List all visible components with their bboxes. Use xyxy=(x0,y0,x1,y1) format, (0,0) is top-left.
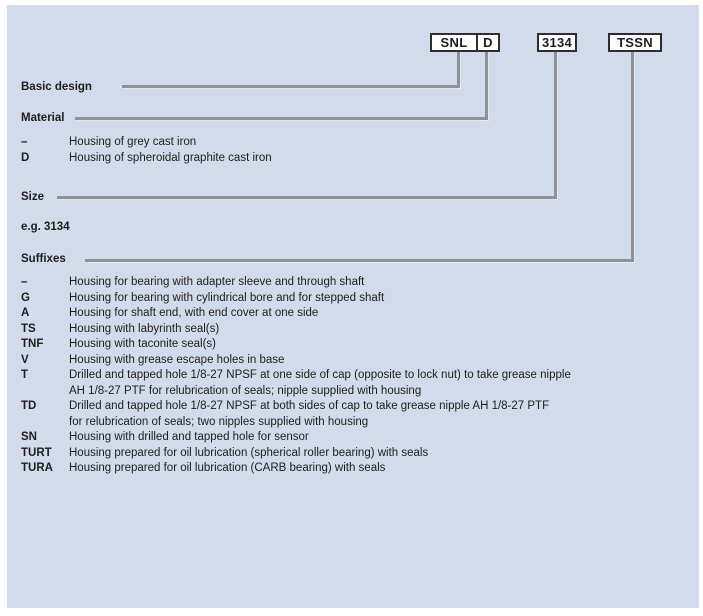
suffix-option-row: SN Housing with drilled and tapped hole … xyxy=(21,430,571,446)
suffix-option-row: TNF Housing with taconite seal(s) xyxy=(21,337,571,353)
material-option-code: – xyxy=(21,136,28,148)
suffix-option-desc: Housing with taconite seal(s) xyxy=(69,338,217,350)
connector-basic-design-vertical xyxy=(457,52,460,88)
material-option-row: D Housing of spheroidal graphite cast ir… xyxy=(21,151,272,167)
label-suffixes: Suffixes xyxy=(21,253,66,265)
diagram-panel: SNL D 3134 TSSN Basic design Material Si… xyxy=(7,5,699,608)
suffix-option-code: T xyxy=(21,369,29,381)
suffix-option-code: – xyxy=(21,276,28,288)
suffix-option-desc: Housing with grease escape holes in base xyxy=(69,353,285,366)
label-material: Material xyxy=(21,112,65,124)
suffix-option-desc-line2: AH 1/8-27 PTF for relubrication of seals… xyxy=(69,384,422,397)
suffix-option-desc: Housing for shaft end, with end cover at… xyxy=(69,307,319,319)
connector-suffixes-horizontal xyxy=(85,259,634,262)
suffix-option-code: V xyxy=(21,353,29,366)
suffix-option-row: TD Drilled and tapped hole 1/8-27 NPSF a… xyxy=(21,399,571,430)
suffix-code-box: TSSN xyxy=(608,33,662,52)
suffix-option-code: TNF xyxy=(21,338,44,350)
suffix-option-code: TS xyxy=(21,322,36,335)
suffix-option-desc: Drilled and tapped hole 1/8-27 NPSF at b… xyxy=(69,399,571,430)
suffix-option-code: G xyxy=(21,291,30,304)
suffix-option-desc: Housing prepared for oil lubrication (sp… xyxy=(69,446,429,459)
basic-design-code-box: SNL xyxy=(440,35,468,50)
label-size-example: e.g. 3134 xyxy=(21,221,70,233)
suffix-option-row: T Drilled and tapped hole 1/8-27 NPSF at… xyxy=(21,368,571,399)
suffix-option-row: TURA Housing prepared for oil lubricatio… xyxy=(21,461,571,477)
suffix-option-desc-line1: Drilled and tapped hole 1/8-27 NPSF at b… xyxy=(69,400,550,412)
suffix-option-row: A Housing for shaft end, with end cover … xyxy=(21,306,571,322)
suffix-option-row: TURT Housing prepared for oil lubricatio… xyxy=(21,446,571,462)
suffix-option-desc: Housing with drilled and tapped hole for… xyxy=(69,431,309,443)
suffix-option-row: – Housing for bearing with adapter sleev… xyxy=(21,275,571,291)
suffix-option-row: V Housing with grease escape holes in ba… xyxy=(21,353,571,369)
designation-box-basic-material: SNL D xyxy=(430,33,500,52)
connector-material-horizontal xyxy=(75,117,488,120)
suffix-option-desc-line1: Drilled and tapped hole 1/8-27 NPSF at o… xyxy=(69,369,571,381)
connector-basic-design-horizontal xyxy=(122,85,460,88)
suffix-option-code: TURA xyxy=(21,462,53,474)
connector-material-vertical xyxy=(485,52,488,120)
suffix-option-desc: Drilled and tapped hole 1/8-27 NPSF at o… xyxy=(69,368,571,399)
material-option-desc: Housing of spheroidal graphite cast iron xyxy=(69,151,272,164)
suffix-option-row: G Housing for bearing with cylindrical b… xyxy=(21,291,571,307)
suffix-option-desc: Housing for bearing with cylindrical bor… xyxy=(69,291,385,304)
suffix-options-list: – Housing for bearing with adapter sleev… xyxy=(21,275,571,477)
label-basic-design: Basic design xyxy=(21,81,92,93)
suffix-option-code: TURT xyxy=(21,446,52,459)
suffix-option-code: TD xyxy=(21,400,37,412)
size-code-box: 3134 xyxy=(537,33,577,52)
suffix-option-desc: Housing for bearing with adapter sleeve … xyxy=(69,276,365,288)
connector-size-horizontal xyxy=(57,196,557,199)
connector-size-vertical xyxy=(554,52,557,199)
material-option-desc: Housing of grey cast iron xyxy=(69,136,197,148)
material-code-box: D xyxy=(476,35,498,50)
suffix-option-desc: Housing with labyrinth seal(s) xyxy=(69,322,220,335)
material-options-list: – Housing of grey cast iron D Housing of… xyxy=(21,135,272,166)
material-option-code: D xyxy=(21,151,30,164)
connector-suffixes-vertical xyxy=(631,52,634,262)
suffix-option-row: TS Housing with labyrinth seal(s) xyxy=(21,322,571,338)
suffix-option-desc: Housing prepared for oil lubrication (CA… xyxy=(69,462,386,474)
suffix-option-code: SN xyxy=(21,431,37,443)
suffix-option-code: A xyxy=(21,307,30,319)
label-size: Size xyxy=(21,191,45,203)
suffix-option-desc-line2: for relubrication of seals; two nipples … xyxy=(69,415,369,428)
material-option-row: – Housing of grey cast iron xyxy=(21,135,272,151)
